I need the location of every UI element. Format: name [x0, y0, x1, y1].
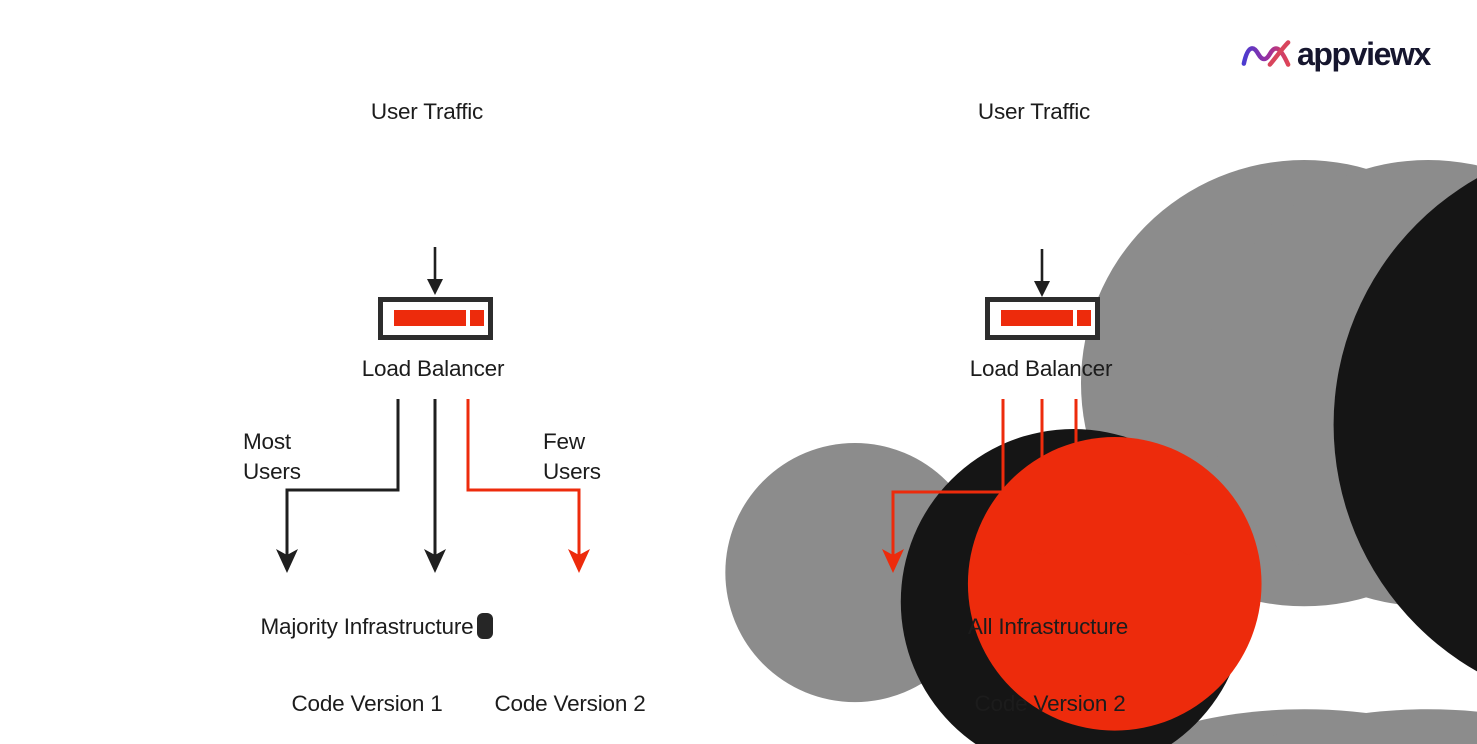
few-users-label: Few Users: [543, 427, 601, 486]
appviewx-wave-icon: [1241, 40, 1291, 67]
appviewx-logo-text: appviewx: [1297, 36, 1431, 72]
right-traffic-arrow: [1034, 249, 1050, 297]
left-load-balancer-icon: [378, 297, 493, 340]
all-infrastructure-label: All Infrastructure: [967, 614, 1129, 639]
few-users-line2: Users: [543, 458, 601, 484]
most-users-line1: Most: [243, 429, 291, 454]
left-traffic-arrow: [427, 247, 443, 295]
right-user-traffic-label: User Traffic: [977, 99, 1091, 124]
right-load-balancer-label: Load Balancer: [969, 356, 1113, 381]
left-connector-most-users: [276, 399, 400, 573]
right-code-version-2-label: Code Version 2: [974, 691, 1126, 716]
right-connector-right: [1074, 399, 1199, 573]
server-edge-sliver: [477, 613, 493, 639]
most-users-line2: Users: [243, 458, 301, 484]
left-code-version-2-label: Code Version 2: [494, 691, 646, 716]
right-connector-left: [882, 399, 1005, 573]
appviewx-logo: appviewx: [1240, 33, 1431, 75]
left-user-traffic-label: User Traffic: [370, 99, 484, 124]
right-load-balancer-icon: [985, 297, 1100, 340]
most-users-label: Most Users: [243, 427, 301, 486]
majority-infrastructure-label: Majority Infrastructure: [260, 614, 474, 639]
left-connector-few-users: [466, 399, 590, 573]
few-users-line1: Few: [543, 429, 585, 454]
code-version-1-label: Code Version 1: [291, 691, 443, 716]
left-connector-middle: [424, 399, 446, 573]
right-connector-middle: [1031, 399, 1053, 573]
left-load-balancer-label: Load Balancer: [361, 356, 505, 381]
left-server-stack-version1-col2: [477, 613, 493, 639]
